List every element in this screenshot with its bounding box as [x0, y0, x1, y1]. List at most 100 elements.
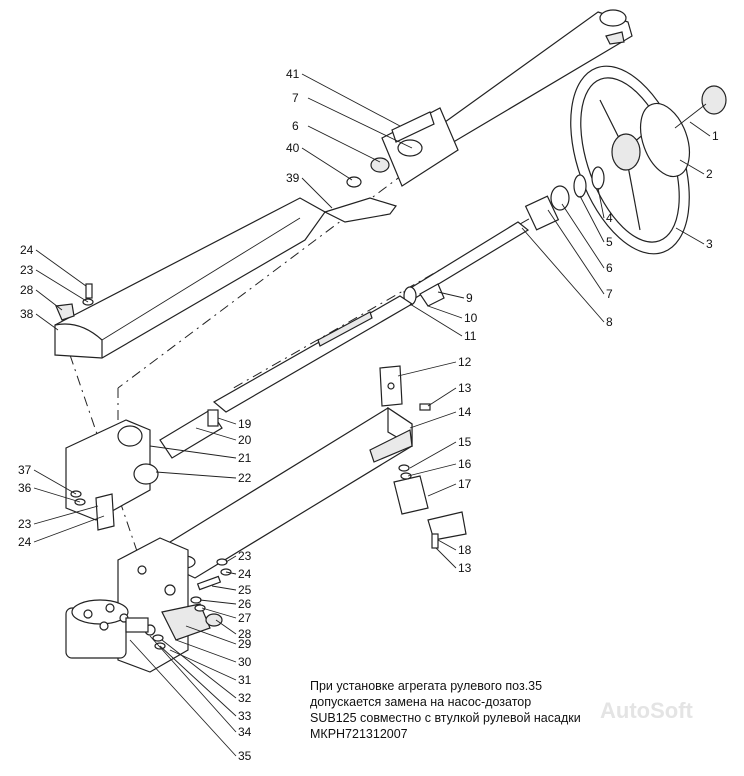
- center-line-lower: [69, 354, 141, 561]
- callout-leader-1: [689, 121, 711, 137]
- column-cover: [54, 197, 326, 359]
- callout-leaders: [33, 73, 711, 757]
- callout-leader-16: [407, 463, 457, 477]
- callout-leader-27: [201, 607, 237, 619]
- callout-leader-6: [307, 125, 381, 163]
- callout-leader-38: [35, 313, 59, 331]
- callout-label-6: 6: [292, 119, 299, 133]
- callout-leader-12: [397, 361, 457, 377]
- callout-label-18: 18: [458, 543, 472, 557]
- callout-labels: 1234567891011121314151617181319202122232…: [18, 67, 719, 763]
- callout-label-28: 28: [20, 283, 34, 297]
- center-fasteners: [190, 558, 232, 627]
- tilt-lever: [323, 197, 397, 223]
- callout-label-13: 13: [458, 381, 472, 395]
- callout-label-37: 37: [18, 463, 32, 477]
- callout-label-26: 26: [238, 597, 252, 611]
- callout-leader-36: [33, 487, 81, 503]
- callout-label-40: 40: [286, 141, 300, 155]
- watermark: AutoSoft: [600, 698, 693, 723]
- center-line-shaft: [229, 207, 549, 391]
- callout-label-30: 30: [238, 655, 252, 669]
- callout-leader-15: [409, 441, 457, 469]
- callout-leader-23: [33, 505, 99, 525]
- callout-leader-28: [215, 619, 237, 635]
- note-line-1: При установке агрегата рулевого поз.35: [310, 679, 543, 693]
- callout-leader-7: [547, 209, 605, 295]
- callout-leader-17: [427, 483, 457, 497]
- callout-label-3: 3: [706, 237, 713, 251]
- callout-leader-37: [33, 469, 77, 495]
- callout-label-41: 41: [286, 67, 300, 81]
- callout-label-8: 8: [606, 315, 613, 329]
- callout-label-6: 6: [606, 261, 613, 275]
- installation-note: При установке агрегата рулевого поз.35 д…: [310, 678, 640, 742]
- callout-label-31: 31: [238, 673, 252, 687]
- callout-label-2: 2: [706, 167, 713, 181]
- callout-label-24: 24: [18, 535, 32, 549]
- upper-left-fasteners: [55, 283, 94, 321]
- callout-leader-25: [211, 585, 237, 591]
- callout-leader-21: [149, 445, 237, 459]
- callout-leader-11: [409, 303, 463, 337]
- callout-leader-30: [175, 639, 237, 663]
- callout-leader-20: [195, 427, 237, 441]
- callout-label-39: 39: [286, 171, 300, 185]
- callout-leader-13: [435, 547, 457, 569]
- callout-label-4: 4: [606, 211, 613, 225]
- callout-leader-29: [185, 625, 237, 645]
- callout-label-38: 38: [20, 307, 34, 321]
- wheel-hub-and-knob: [639, 85, 727, 178]
- adjust-lever: [393, 403, 467, 549]
- callout-label-17: 17: [458, 477, 472, 491]
- callout-label-34: 34: [238, 725, 252, 739]
- callout-leader-9: [437, 291, 465, 299]
- callout-label-23: 23: [238, 549, 252, 563]
- callout-label-33: 33: [238, 709, 252, 723]
- callout-leader-7: [307, 97, 413, 149]
- callout-label-7: 7: [606, 287, 613, 301]
- callout-label-32: 32: [238, 691, 252, 705]
- callout-label-24: 24: [238, 567, 252, 581]
- callout-label-36: 36: [18, 481, 32, 495]
- callout-leader-4: [597, 187, 605, 219]
- callout-leader-40: [301, 147, 353, 181]
- callout-label-29: 29: [238, 637, 252, 651]
- column-bracket: [346, 107, 459, 188]
- callout-label-35: 35: [238, 749, 252, 763]
- callout-label-24: 24: [20, 243, 34, 257]
- callout-label-15: 15: [458, 435, 472, 449]
- note-line-4: МКРН721312007: [310, 727, 408, 741]
- callout-label-19: 19: [238, 417, 252, 431]
- callout-leader-24: [35, 249, 87, 287]
- callout-leader-14: [409, 411, 457, 429]
- callout-leader-23: [35, 269, 89, 303]
- callout-label-7: 7: [292, 91, 299, 105]
- callout-label-10: 10: [464, 311, 478, 325]
- callout-leader-6: [561, 203, 605, 269]
- callout-leader-35: [129, 639, 237, 757]
- shaft-washers: [524, 166, 605, 231]
- callout-label-28: 28: [238, 627, 252, 641]
- callout-leader-34: [149, 635, 237, 733]
- callout-label-9: 9: [466, 291, 473, 305]
- callout-label-21: 21: [238, 451, 252, 465]
- note-line-3: SUB125 совместно с втулкой рулевой насад…: [310, 711, 581, 725]
- bracket-plate: [379, 365, 403, 407]
- steering-pump-unit: [65, 599, 166, 659]
- universal-joint: [159, 409, 223, 459]
- callout-label-16: 16: [458, 457, 472, 471]
- callout-label-11: 11: [464, 329, 477, 343]
- callout-leader-13: [427, 387, 457, 407]
- upper-tube: [418, 9, 633, 151]
- callout-leader-26: [199, 599, 237, 605]
- callout-leader-8: [521, 227, 605, 323]
- callout-leader-3: [675, 227, 705, 245]
- callout-label-1: 1: [712, 129, 719, 143]
- callout-leader-19: [217, 417, 237, 425]
- callout-label-14: 14: [458, 405, 472, 419]
- callout-label-13: 13: [458, 561, 472, 575]
- callout-leader-22: [155, 471, 237, 479]
